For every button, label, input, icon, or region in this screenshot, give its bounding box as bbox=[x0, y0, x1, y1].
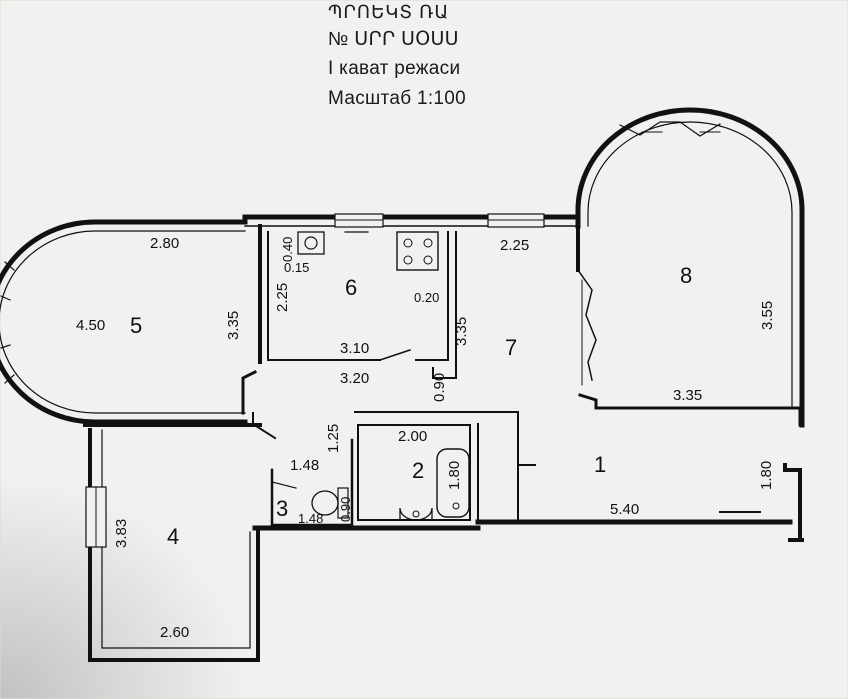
dim-hall-vert: 1.25 bbox=[325, 424, 342, 453]
dim-r5-top: 2.80 bbox=[150, 235, 179, 252]
dim-r6-left: 2.25 bbox=[274, 283, 291, 312]
dim-r6-sink-d: 0.15 bbox=[284, 260, 309, 275]
room-3-label: 3 bbox=[276, 496, 288, 521]
dim-r3-top: 1.48 bbox=[290, 457, 319, 474]
floor-plan-title: I кават режаси bbox=[328, 58, 461, 79]
room-2-label: 2 bbox=[412, 458, 424, 483]
dim-hall-top: 3.20 bbox=[340, 370, 369, 387]
dim-r1-right: 1.80 bbox=[758, 461, 775, 490]
dim-r6-bottom: 3.10 bbox=[340, 340, 369, 357]
header-line-1: ՊՐՈԵԿՏ ՌԱ bbox=[328, 2, 450, 22]
room-4-label: 4 bbox=[167, 524, 179, 549]
dim-r6-right: 0.20 bbox=[414, 290, 439, 305]
dim-r4-left: 3.83 bbox=[113, 519, 130, 548]
dim-r5-right: 3.35 bbox=[225, 311, 242, 340]
header-line-2: № ՍՐՐ ՍՕՍՍ bbox=[328, 29, 459, 50]
dim-r8-bottom: 3.35 bbox=[673, 387, 702, 404]
dim-r6-r7-wall: 3.35 bbox=[453, 317, 470, 346]
room-7-label: 7 bbox=[505, 335, 517, 360]
dim-r8-right: 3.55 bbox=[759, 301, 776, 330]
dim-r1-bottom: 5.40 bbox=[610, 501, 639, 518]
dim-hall-door: 0.90 bbox=[431, 373, 448, 402]
dim-r4-bottom: 2.60 bbox=[160, 624, 189, 641]
dim-r2-bath: 1.80 bbox=[446, 461, 463, 490]
room-8-label: 8 bbox=[680, 263, 692, 288]
dim-r3-side: 0.90 bbox=[338, 497, 353, 522]
room-6-label: 6 bbox=[345, 275, 357, 300]
room-5-label: 5 bbox=[130, 313, 142, 338]
dim-r5-left: 4.50 bbox=[76, 317, 105, 334]
dim-r2-top: 2.00 bbox=[398, 428, 427, 445]
scale-label: Масштаб 1:100 bbox=[328, 88, 467, 109]
walls bbox=[0, 107, 805, 662]
dim-r6-sink-w: 0.40 bbox=[280, 237, 295, 262]
room-1-label: 1 bbox=[594, 452, 606, 477]
dim-r7-top: 2.25 bbox=[500, 237, 529, 254]
dim-r3-bottom: 1.48 bbox=[298, 511, 323, 526]
